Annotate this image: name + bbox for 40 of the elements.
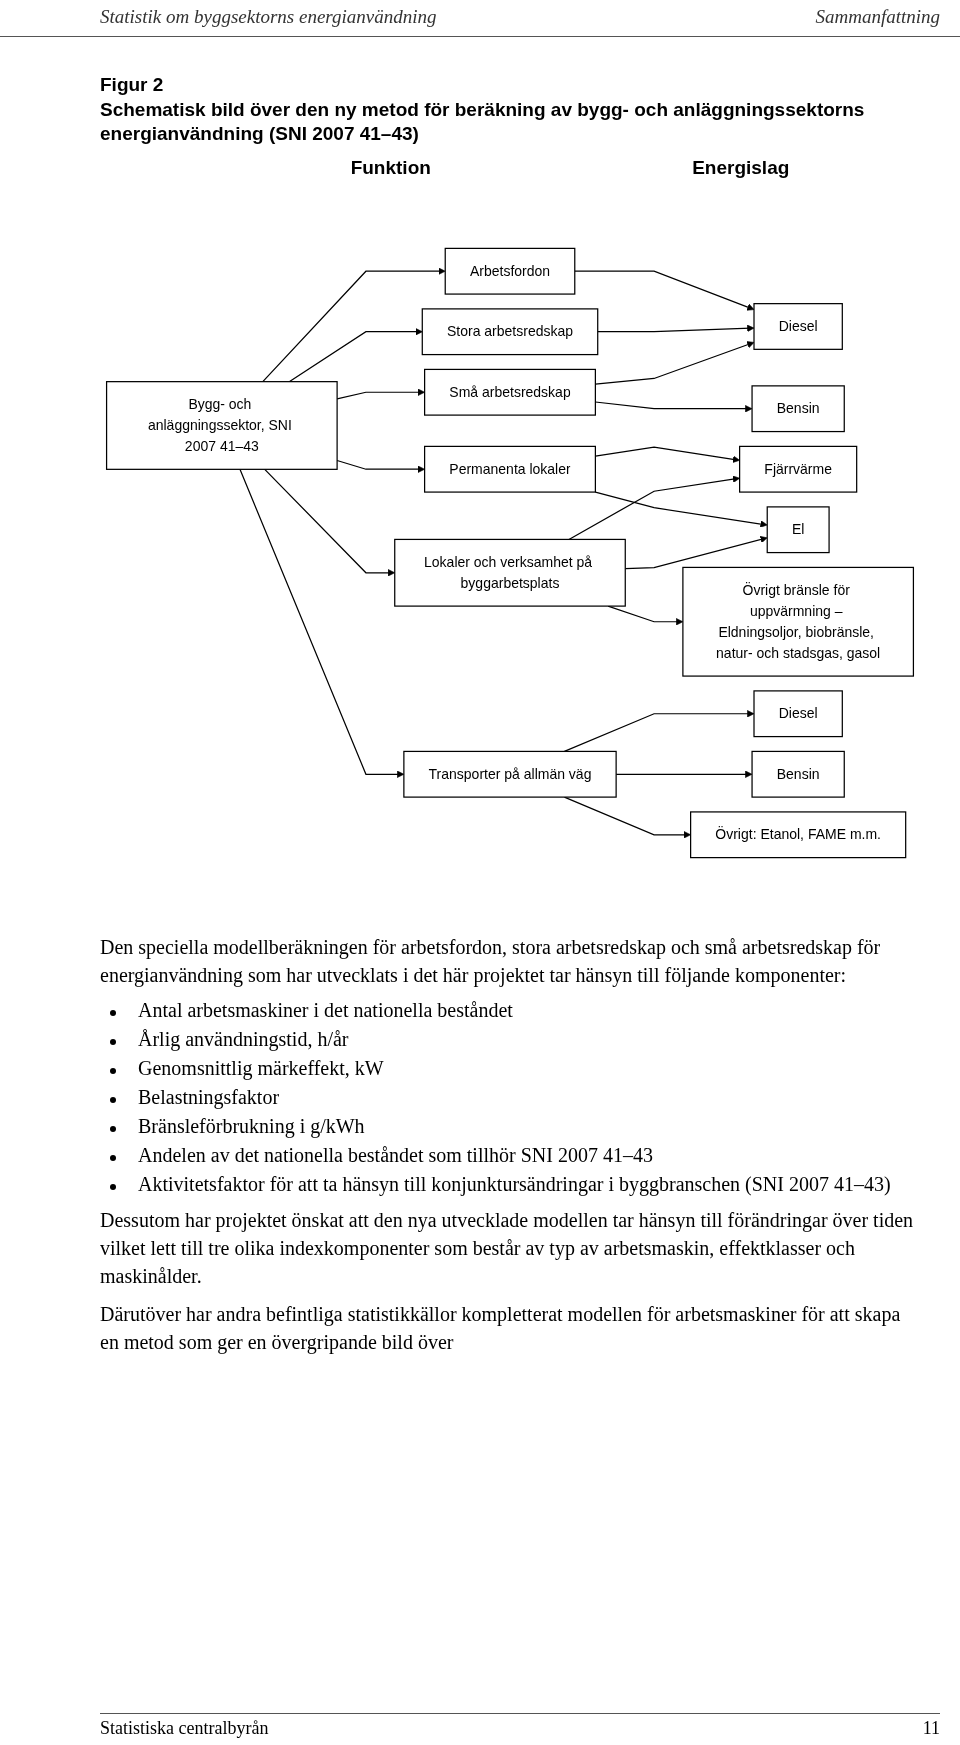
bullet-item: Belastningsfaktor	[138, 1086, 280, 1110]
node-box: Bensin	[751, 385, 845, 433]
column-heading: Funktion	[350, 157, 431, 180]
node-box: Transporter på allmän väg	[403, 750, 617, 798]
figure-number: Figur 2	[100, 73, 165, 97]
node-box: El	[766, 506, 830, 554]
page-number: 11	[922, 1718, 940, 1739]
footer-text: Statistiska centralbyrån	[100, 1718, 269, 1739]
arrow	[597, 324, 755, 333]
paragraph: Dessutom har projektet önskat att den nya utvecklade modellen tar hänsyn till förändringar över tiden vilket lett till tre olika indexkomponenter som består av typ av arbetsmaskin, effektklasser och maskinålder.	[100, 1208, 915, 1290]
node-box: Övrigt bränsle för uppvärmning – Eldningsoljor, biobränsle, natur- och stadsgas, gasol	[682, 566, 915, 677]
bullet-item: Aktivitetsfaktor för att ta hänsyn till konjunktursändringar i byggbranschen (SNI 2007 41–43)	[138, 1173, 891, 1197]
node-box: Lokaler och verksamhet på byggarbetsplats	[394, 538, 626, 607]
node-box: Permanenta lokaler	[424, 445, 596, 493]
paragraph: Därutöver har andra befintliga statistikkällor kompletterat modellen för arbetsmaskiner för att skapa en metod som ger en övergripande bild över	[100, 1302, 902, 1356]
bullet-item: Årlig användningstid, h/år	[138, 1028, 349, 1052]
bullet-item: Genomsnittlig märkeffekt, kW	[138, 1057, 384, 1081]
arrow	[262, 267, 446, 383]
node-box: Övrigt: Etanol, FAME m.m.	[690, 811, 907, 859]
arrow	[574, 270, 755, 311]
header-title: Statistik om byggsektorns energianvändning	[100, 6, 437, 28]
node-box: Diesel	[753, 303, 843, 350]
bullet-item: Antal arbetsmaskiner i det nationella beståndet	[138, 999, 513, 1023]
node-box: Fjärrvärme	[739, 445, 858, 493]
node-box: Bygg- och anläggningssektor, SNI 2007 41–43	[105, 381, 338, 470]
column-heading: Energislag	[692, 157, 790, 180]
figure-title: Schematisk bild över den ny metod för beräkning av bygg- och anläggningssektorns energianvändning (SNI 2007 41–43)	[100, 97, 866, 147]
node-box: Små arbetsredskap	[424, 368, 596, 416]
node-box: Bensin	[751, 750, 845, 798]
node-box: Stora arbetsredskap	[421, 308, 599, 356]
node-box: Arbetsfordon	[444, 247, 576, 295]
node-box: Diesel	[753, 690, 843, 738]
bullet-item: Andelen av det nationella beståndet som tillhör SNI 2007 41–43	[138, 1144, 653, 1168]
arrow	[568, 475, 740, 541]
arrow	[563, 710, 755, 753]
paragraph: Den speciella modellberäkningen för arbetsfordon, stora arbetsredskap och små arbetsredskap för energianvändning som har utvecklats i det här projektet tar hänsyn till följande komponenter:	[100, 935, 882, 989]
arrow	[288, 328, 423, 383]
arrow	[594, 491, 768, 528]
header-section: Sammanfattning	[815, 6, 940, 28]
bullet-item: Bränsleförbrukning i g/kWh	[138, 1115, 365, 1139]
